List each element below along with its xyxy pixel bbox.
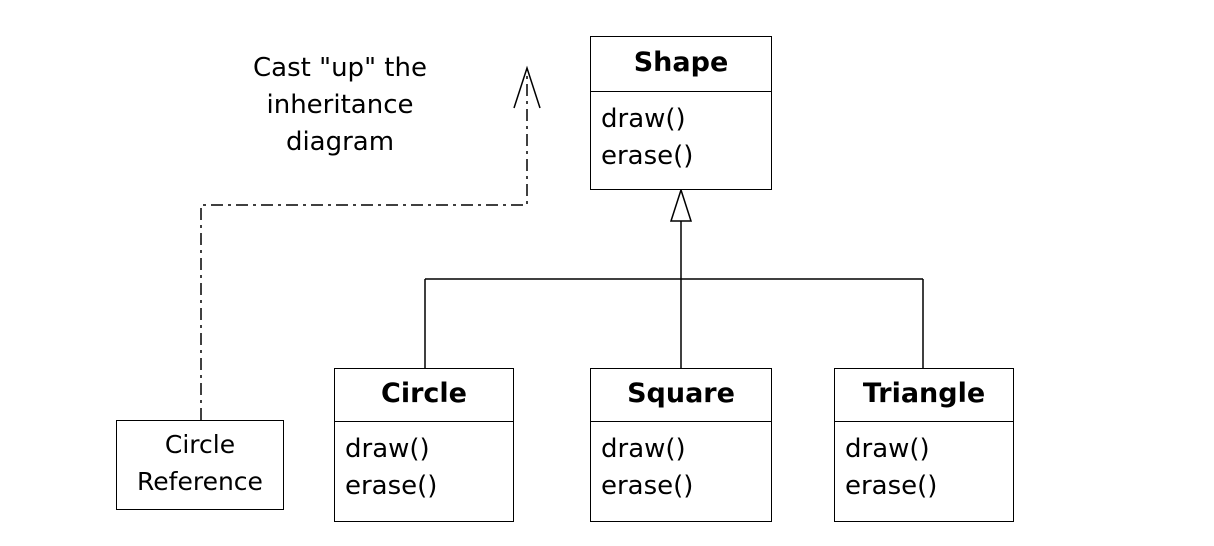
circle-class-box: Circle draw() erase()	[334, 368, 514, 522]
circle-method-erase: erase()	[345, 471, 438, 501]
circle-class-name: Circle	[335, 369, 513, 422]
triangle-methods: draw() erase()	[835, 422, 1013, 505]
circle-reference-box: Circle Reference	[116, 420, 284, 510]
triangle-class-box: Triangle draw() erase()	[834, 368, 1014, 522]
triangle-method-erase: erase()	[845, 471, 938, 501]
square-method-erase: erase()	[601, 471, 694, 501]
shape-class-box: Shape draw() erase()	[590, 36, 772, 190]
note-line-2: inheritance	[266, 90, 414, 120]
generalization-arrowhead-icon	[669, 187, 693, 222]
upcast-path-line	[200, 70, 528, 420]
reference-line-2: Reference	[137, 467, 263, 496]
shape-method-draw: draw()	[601, 104, 686, 134]
cast-up-note: Cast "up" the inheritance diagram	[230, 50, 450, 161]
shape-class-name: Shape	[591, 37, 771, 92]
shape-method-erase: erase()	[601, 141, 694, 171]
square-method-draw: draw()	[601, 434, 686, 464]
note-line-3: diagram	[285, 127, 395, 157]
triangle-method-draw: draw()	[845, 434, 930, 464]
square-class-name: Square	[591, 369, 771, 422]
triangle-class-name: Triangle	[835, 369, 1013, 422]
circle-method-draw: draw()	[345, 434, 430, 464]
square-methods: draw() erase()	[591, 422, 771, 505]
shape-methods: draw() erase()	[591, 92, 771, 175]
circle-methods: draw() erase()	[335, 422, 513, 505]
reference-line-1: Circle	[164, 430, 236, 459]
square-class-box: Square draw() erase()	[590, 368, 772, 522]
upcast-arrowhead-icon	[513, 65, 541, 109]
note-line-1: Cast "up" the	[253, 53, 427, 83]
